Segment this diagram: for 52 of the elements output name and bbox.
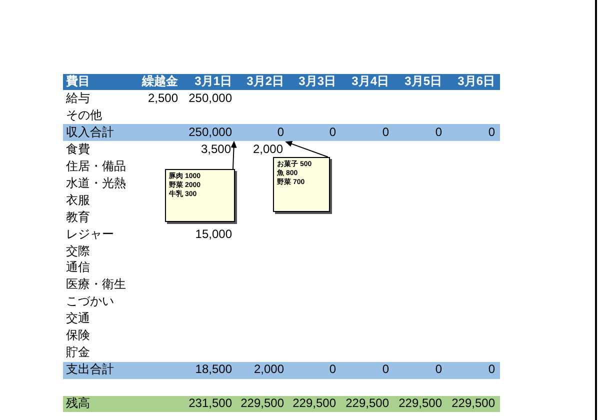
amount: 2,000: [252, 361, 285, 378]
column-header: 繰越金: [140, 73, 179, 90]
column-header: 3月4日: [350, 73, 390, 90]
column-header: 3月6日: [456, 73, 496, 90]
amount: 0: [328, 124, 337, 141]
row-label: 医療・衛生: [66, 276, 126, 294]
amount: 0: [276, 124, 285, 141]
amount: 0: [434, 124, 443, 141]
amount: 250,000: [188, 124, 233, 141]
amount: 229,500: [398, 395, 443, 412]
row-label: 住居・備品: [66, 158, 126, 175]
amount: 15,000: [194, 226, 233, 243]
comment-note: [273, 157, 330, 212]
row-label: 保険: [66, 327, 90, 344]
amount: 0: [328, 361, 337, 378]
row-label: 給与: [66, 90, 90, 107]
row-label: 交通: [66, 310, 90, 328]
comment-note: [165, 169, 235, 222]
row-label: 水道・光熱: [66, 174, 126, 192]
column-header: 3月1日: [194, 73, 233, 90]
row-label: その他: [66, 106, 102, 124]
amount: 250,000: [188, 90, 233, 107]
amount: 231,500: [188, 395, 233, 412]
row-label: 教育: [66, 208, 90, 226]
amount: 3,500: [181, 140, 235, 158]
row-label: 支出合計: [66, 361, 114, 378]
amount: 2,500: [146, 90, 179, 107]
amount: 0: [487, 124, 496, 141]
row-label: 衣服: [66, 192, 90, 209]
row-label: 残高: [66, 395, 90, 412]
amount: 2,000: [233, 140, 287, 158]
row-label: レジャー: [66, 226, 114, 243]
column-header: 3月2日: [246, 73, 285, 90]
row-label: 食費: [66, 140, 90, 158]
row-label: こづかい: [66, 293, 114, 310]
column-header: 3月5日: [404, 73, 443, 90]
amount: 229,500: [344, 395, 390, 412]
row-label: 交際: [66, 242, 90, 260]
amount: 229,500: [450, 395, 496, 412]
row-label: 貯金: [66, 344, 90, 362]
row-label: 通信: [66, 259, 90, 276]
amount: 0: [434, 361, 443, 378]
column-header: 費目: [66, 73, 90, 90]
amount: 0: [487, 361, 496, 378]
amount: 0: [381, 361, 390, 378]
column-header: 3月3日: [298, 73, 337, 90]
leader-arrow: [230, 140, 237, 170]
amount: 18,500: [194, 361, 233, 378]
amount: 229,500: [292, 395, 337, 412]
amount: 229,500: [240, 395, 285, 412]
row-label: 収入合計: [66, 124, 114, 141]
amount: 0: [381, 124, 390, 141]
